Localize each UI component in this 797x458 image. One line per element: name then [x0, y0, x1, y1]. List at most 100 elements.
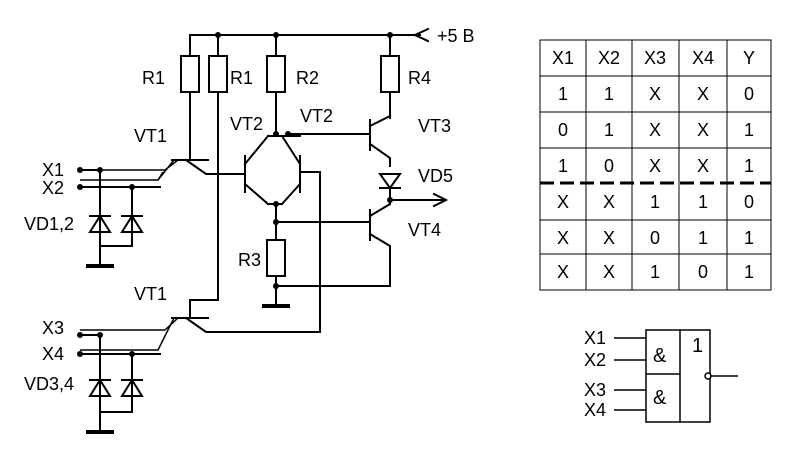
transistor-vt4: [273, 199, 391, 287]
circuit-schematic: +5 В R1 R1 R2 R4 VT1: [24, 26, 475, 434]
r3-label: R3: [238, 250, 261, 270]
vd2-symbol: [120, 214, 144, 233]
vt3-label: VT3: [418, 116, 451, 136]
x4-label: X4: [42, 344, 64, 364]
resistor-r3: [266, 239, 286, 277]
table-cell: 0: [650, 228, 660, 248]
vd5-label: VD5: [418, 166, 453, 186]
junction-dot: [273, 201, 279, 207]
gate-input-x2: X2: [584, 350, 606, 370]
r1b-wire: [189, 34, 219, 319]
table-cell: 0: [744, 192, 754, 212]
table-cell: X: [603, 228, 615, 248]
transistor-vt2-pair: [243, 131, 302, 223]
vt1-label: VT1: [134, 126, 167, 146]
resistor-r4: [380, 55, 400, 93]
table-cell: X: [649, 84, 661, 104]
vt2p-leads: [280, 134, 302, 206]
vd12-wires: [99, 169, 133, 247]
resistor-r1b: [208, 55, 228, 93]
table-cell: 1: [558, 84, 568, 104]
table-cell: 1: [650, 192, 660, 212]
vd34-label: VD3,4: [24, 374, 74, 394]
vt2p-label: VT2: [300, 106, 333, 126]
table-header-cell: X4: [692, 48, 714, 68]
gate-input-x4: X4: [584, 400, 606, 420]
junction-dot: [273, 283, 279, 289]
resistor-r1a: [180, 55, 200, 93]
table-cell: X: [603, 192, 615, 212]
diodes-vd12: [86, 167, 144, 268]
vt2-label: VT2: [230, 114, 263, 134]
table-cell: 1: [698, 228, 708, 248]
table-cell: 1: [650, 262, 660, 282]
table-cell: 1: [744, 120, 754, 140]
transistor-vt1: [80, 149, 246, 181]
table-cell: 1: [604, 84, 614, 104]
x3-label: X3: [42, 318, 64, 338]
table-cell: 1: [744, 156, 754, 176]
diodes-vd34: [86, 332, 144, 434]
supply-arrow: [413, 27, 430, 43]
table-cell: 1: [744, 262, 754, 282]
transistor-vt1p: [80, 171, 321, 351]
gate-input-x3: X3: [584, 380, 606, 400]
table-cell: 1: [744, 228, 754, 248]
vd3-symbol: [88, 378, 112, 397]
table-cell: X: [649, 120, 661, 140]
table-cell: X: [697, 120, 709, 140]
junction-dot: [273, 131, 279, 137]
table-header-cell: X3: [644, 48, 666, 68]
gate-input-x1: X1: [584, 328, 606, 348]
table-cell: X: [649, 156, 661, 176]
logic-symbol: & & 1 X1 X2 X3 X4: [584, 328, 738, 423]
supply-label: +5 В: [437, 26, 475, 46]
table-cell: X: [557, 192, 569, 212]
diode-vd5: [378, 173, 402, 201]
vd1-symbol: [88, 214, 112, 233]
table-cell: 0: [558, 120, 568, 140]
table-header-cell: X1: [552, 48, 574, 68]
vt1-collector: [184, 158, 246, 175]
table-cell: X: [697, 156, 709, 176]
transistor-vt3: [287, 114, 392, 167]
gate-input-lines: [614, 337, 646, 411]
table-cell: X: [603, 262, 615, 282]
x-input-wires: [79, 169, 161, 188]
and-label-bottom: &: [653, 387, 667, 409]
vt4-leads: [368, 199, 391, 287]
vt3-leads: [368, 114, 392, 167]
vt1p-label: VT1: [134, 284, 167, 304]
table-cell: 1: [558, 156, 568, 176]
vd4-symbol: [120, 378, 144, 397]
table-cell: 0: [698, 262, 708, 282]
table-cell: 1: [604, 120, 614, 140]
r4-label: R4: [408, 68, 431, 88]
vt4-label: VT4: [408, 220, 441, 240]
vd34-wires: [99, 334, 133, 413]
x2-label: X2: [42, 178, 64, 198]
table-cell: 0: [744, 84, 754, 104]
vd12-label: VD1,2: [24, 214, 74, 234]
r1a-label: R1: [142, 68, 165, 88]
table-cell: X: [557, 228, 569, 248]
gate-outline: [645, 329, 711, 423]
and-label-top: &: [653, 345, 667, 367]
table-cell: X: [557, 262, 569, 282]
vt2-leads: [243, 134, 270, 206]
table-grid: [540, 40, 771, 290]
inversion-bubble: [704, 372, 712, 380]
table-cell: 1: [698, 192, 708, 212]
r1b-label: R1: [230, 68, 253, 88]
resistor-r2: [266, 55, 286, 93]
r2-label: R2: [296, 68, 319, 88]
x-input-wires-2: [79, 334, 161, 355]
table-border: [539, 39, 772, 291]
or-label: 1: [692, 335, 703, 357]
table-cell: X: [697, 84, 709, 104]
table-header-cell: Y: [743, 48, 755, 68]
x1-label: X1: [42, 160, 64, 180]
